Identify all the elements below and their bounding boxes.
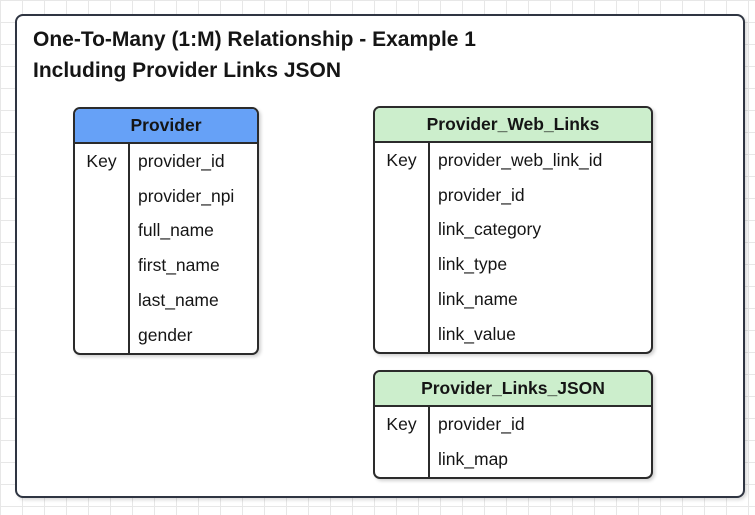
entity-provider-links-json[interactable]: Provider_Links_JSON Key provider_id link…: [373, 370, 653, 479]
entity-provider-web-links-header[interactable]: Provider_Web_Links: [375, 108, 651, 143]
field-list: provider_web_link_id provider_id link_ca…: [430, 143, 651, 352]
field-row[interactable]: provider_npi: [138, 185, 235, 206]
entity-provider[interactable]: Provider Key provider_id provider_npi fu…: [73, 107, 259, 355]
key-label: Key: [386, 149, 417, 170]
entity-provider-header[interactable]: Provider: [75, 109, 257, 144]
field-list: provider_id provider_npi full_name first…: [130, 144, 257, 353]
key-column: Key: [375, 143, 430, 352]
field-list: provider_id link_map: [430, 407, 651, 477]
key-column: Key: [375, 407, 430, 477]
field-row[interactable]: link_type: [438, 254, 508, 275]
field-row[interactable]: link_category: [438, 219, 542, 240]
field-row[interactable]: provider_web_link_id: [438, 149, 603, 170]
field-row[interactable]: last_name: [138, 290, 219, 311]
field-row[interactable]: link_name: [438, 289, 518, 310]
field-row[interactable]: link_value: [438, 323, 516, 344]
field-row[interactable]: provider_id: [438, 413, 525, 434]
entity-provider-links-json-header[interactable]: Provider_Links_JSON: [375, 372, 651, 407]
entity-provider-web-links[interactable]: Provider_Web_Links Key provider_web_link…: [373, 106, 653, 354]
field-row[interactable]: full_name: [138, 220, 214, 241]
diagram-title: One-To-Many (1:M) Relationship - Example…: [33, 24, 476, 86]
key-label: Key: [386, 413, 417, 434]
field-row[interactable]: provider_id: [138, 150, 225, 171]
title-line-1: One-To-Many (1:M) Relationship - Example…: [33, 28, 476, 51]
key-column: Key: [75, 144, 130, 353]
field-row[interactable]: provider_id: [438, 184, 525, 205]
field-row[interactable]: link_map: [438, 448, 509, 469]
title-line-2: Including Provider Links JSON: [33, 59, 342, 82]
key-label: Key: [86, 150, 117, 171]
field-row[interactable]: gender: [138, 324, 193, 345]
field-row[interactable]: first_name: [138, 255, 220, 276]
